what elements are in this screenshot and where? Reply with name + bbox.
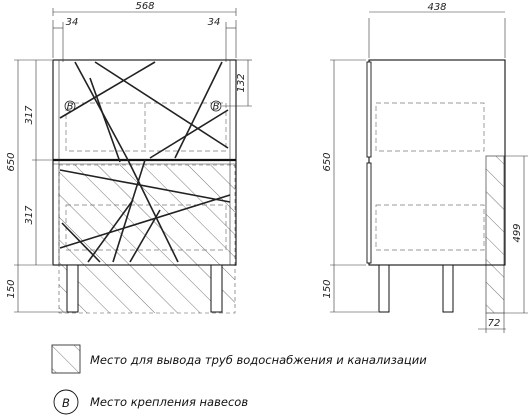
legend-pipes-text: Место для вывода труб водоснабжения и ка…	[90, 353, 427, 367]
side-depth-label: 438	[427, 2, 446, 13]
side-body-outline	[368, 59, 506, 266]
hole-label-left: B	[67, 102, 74, 113]
front-upper-height-label: 317	[24, 105, 35, 125]
side-pipe-depth-label: 72	[488, 318, 501, 329]
front-leg-left	[66, 264, 79, 313]
front-offset-left-label: 34	[66, 17, 79, 28]
front-lower-height-label: 317	[24, 205, 35, 225]
side-body-height-label: 650	[322, 152, 333, 171]
legend-mount-letter: B	[62, 396, 70, 410]
side-drawer-front	[366, 162, 372, 264]
side-pipe-zone	[485, 155, 505, 314]
side-leg-back	[442, 264, 454, 313]
side-view: 438 650 150 499 72	[322, 2, 528, 333]
front-legs-height-label: 150	[6, 279, 17, 298]
legend-mount-symbol	[53, 389, 79, 415]
legend: Место для вывода труб водоснабжения и ка…	[51, 344, 427, 415]
front-decor-lines	[59, 61, 231, 263]
front-body-outline	[52, 59, 237, 266]
front-view: B B 568 34 34 132 317 317 650	[6, 1, 252, 314]
side-pipe-height-label: 499	[512, 223, 523, 242]
front-hole-drop-label: 132	[236, 73, 247, 92]
front-leg-right	[210, 264, 223, 313]
upper-drawer-inner	[65, 102, 227, 152]
hole-marker-right	[210, 100, 222, 112]
side-leg-front	[378, 264, 390, 313]
side-door-front	[366, 61, 372, 158]
legend-mount-text: Место крепления навесов	[90, 395, 248, 409]
front-width-label: 568	[135, 1, 154, 12]
front-offset-right-label: 34	[208, 17, 221, 28]
legend-hatch-swatch	[51, 344, 81, 374]
hole-marker-left	[64, 100, 76, 112]
front-pipe-zone	[58, 164, 236, 314]
side-legs-height-label: 150	[322, 279, 333, 298]
front-body-height-label: 650	[6, 152, 17, 171]
hole-label-right: B	[213, 102, 220, 113]
